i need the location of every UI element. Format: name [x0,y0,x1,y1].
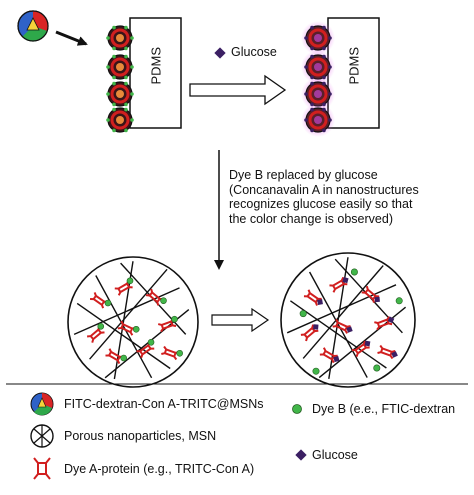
dye-a-protein [361,285,380,303]
msn-sphere-right [280,252,416,388]
caption-line-4: the color change is observed) [229,211,393,226]
glucose-bound-particle [301,21,335,55]
pdms-label-left: PDMS [148,46,164,85]
dye-a-protein [319,347,340,364]
dye-a-protein [303,289,323,306]
right-particle-column [301,21,335,137]
free-dye-b [395,297,403,305]
pdms-label-right: PDMS [346,46,362,85]
dye-a-protein [114,277,134,296]
pdms-block-right [327,17,380,129]
pore-channel [286,284,397,334]
dye-a-protein [117,320,140,336]
dye-a-protein [157,315,178,333]
caption-line-2: (Concanavalin A in nanostructures [229,182,419,197]
dye-loaded-particle [106,107,134,133]
glucose-icon-top [214,47,226,59]
glucose-bound-particle [301,103,335,137]
legend-label-fitc: FITC-dextran-Con A-TRITC@MSNs [64,397,264,411]
pore-channel [95,275,153,379]
free-dye-b [312,367,320,375]
dye-loaded-particle [106,25,134,51]
legend-label-glucose: Glucose [312,448,358,462]
dye-a-protein [105,348,127,365]
dye-a-protein [145,288,167,306]
hollow-arrow-bottom [211,307,270,333]
dye-a-protein [351,340,371,358]
caption-line-1: Dye B replaced by glucose [229,168,378,182]
legend-label-dye-b: Dye B (e.e., FTIC-dextran [312,402,456,416]
msn-icon [30,424,54,448]
dye-a-protein [329,276,349,293]
glucose-icon [295,449,307,461]
dye-loaded-particle [106,81,134,107]
dye-a-protein [86,323,105,343]
glucose-bound-particle [301,77,335,111]
hollow-arrow-top [189,74,287,106]
dye-b-icon [292,404,302,414]
fitc-dextran-icon [30,392,54,416]
legend-label-msn: Porous nanoparticles, MSN [64,429,217,443]
dye-a-protein [136,338,155,359]
msn-sphere-left [67,256,199,388]
legend-label-dye-a: Dye A-protein (e.g., TRITC-Con A) [64,462,255,476]
glucose-label-top: Glucose [231,45,277,59]
free-dye-b [350,268,358,276]
fitc-particle-icon [17,10,49,42]
dye-a-protein [300,324,319,342]
free-dye-b [299,310,307,318]
dye-a-protein [161,345,183,361]
dye-a-protein [90,292,112,309]
pore-channel [289,300,387,369]
pore-channel [89,268,168,360]
dye-loaded-particle [106,54,134,80]
insert-arrow [55,30,88,46]
dye-a-protein [377,344,398,360]
left-particle-column [106,25,134,133]
caption-line-3: recognizes glucose easily so that [229,197,413,211]
dye-a-protein [332,318,353,334]
pore-channel [76,302,171,370]
pore-channel [302,265,384,359]
pore-channel [73,287,180,336]
dye-a-protein-icon [33,457,51,480]
glucose-bound-particle [301,50,335,84]
dye-a-protein [374,316,395,331]
pore-channel [308,271,368,378]
free-dye-b [373,364,381,372]
pdms-block-left [129,17,182,129]
